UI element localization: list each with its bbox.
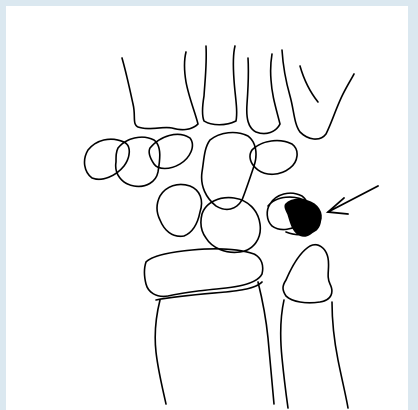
radius-shaft bbox=[155, 282, 274, 404]
metacarpal-3 bbox=[247, 54, 280, 134]
metacarpal-4 bbox=[203, 46, 237, 125]
arrow-icon bbox=[328, 186, 378, 214]
metacarpal-5 bbox=[122, 52, 198, 130]
pisiform bbox=[85, 139, 130, 179]
lunate bbox=[201, 198, 261, 253]
trapezoid bbox=[250, 141, 297, 175]
triquetrum bbox=[157, 184, 202, 236]
hamate-hook bbox=[149, 134, 192, 168]
metacarpal-2 bbox=[282, 50, 354, 139]
ulnar-styloid bbox=[283, 245, 332, 303]
metacarpal-1 bbox=[300, 66, 318, 102]
ulna bbox=[281, 300, 348, 408]
